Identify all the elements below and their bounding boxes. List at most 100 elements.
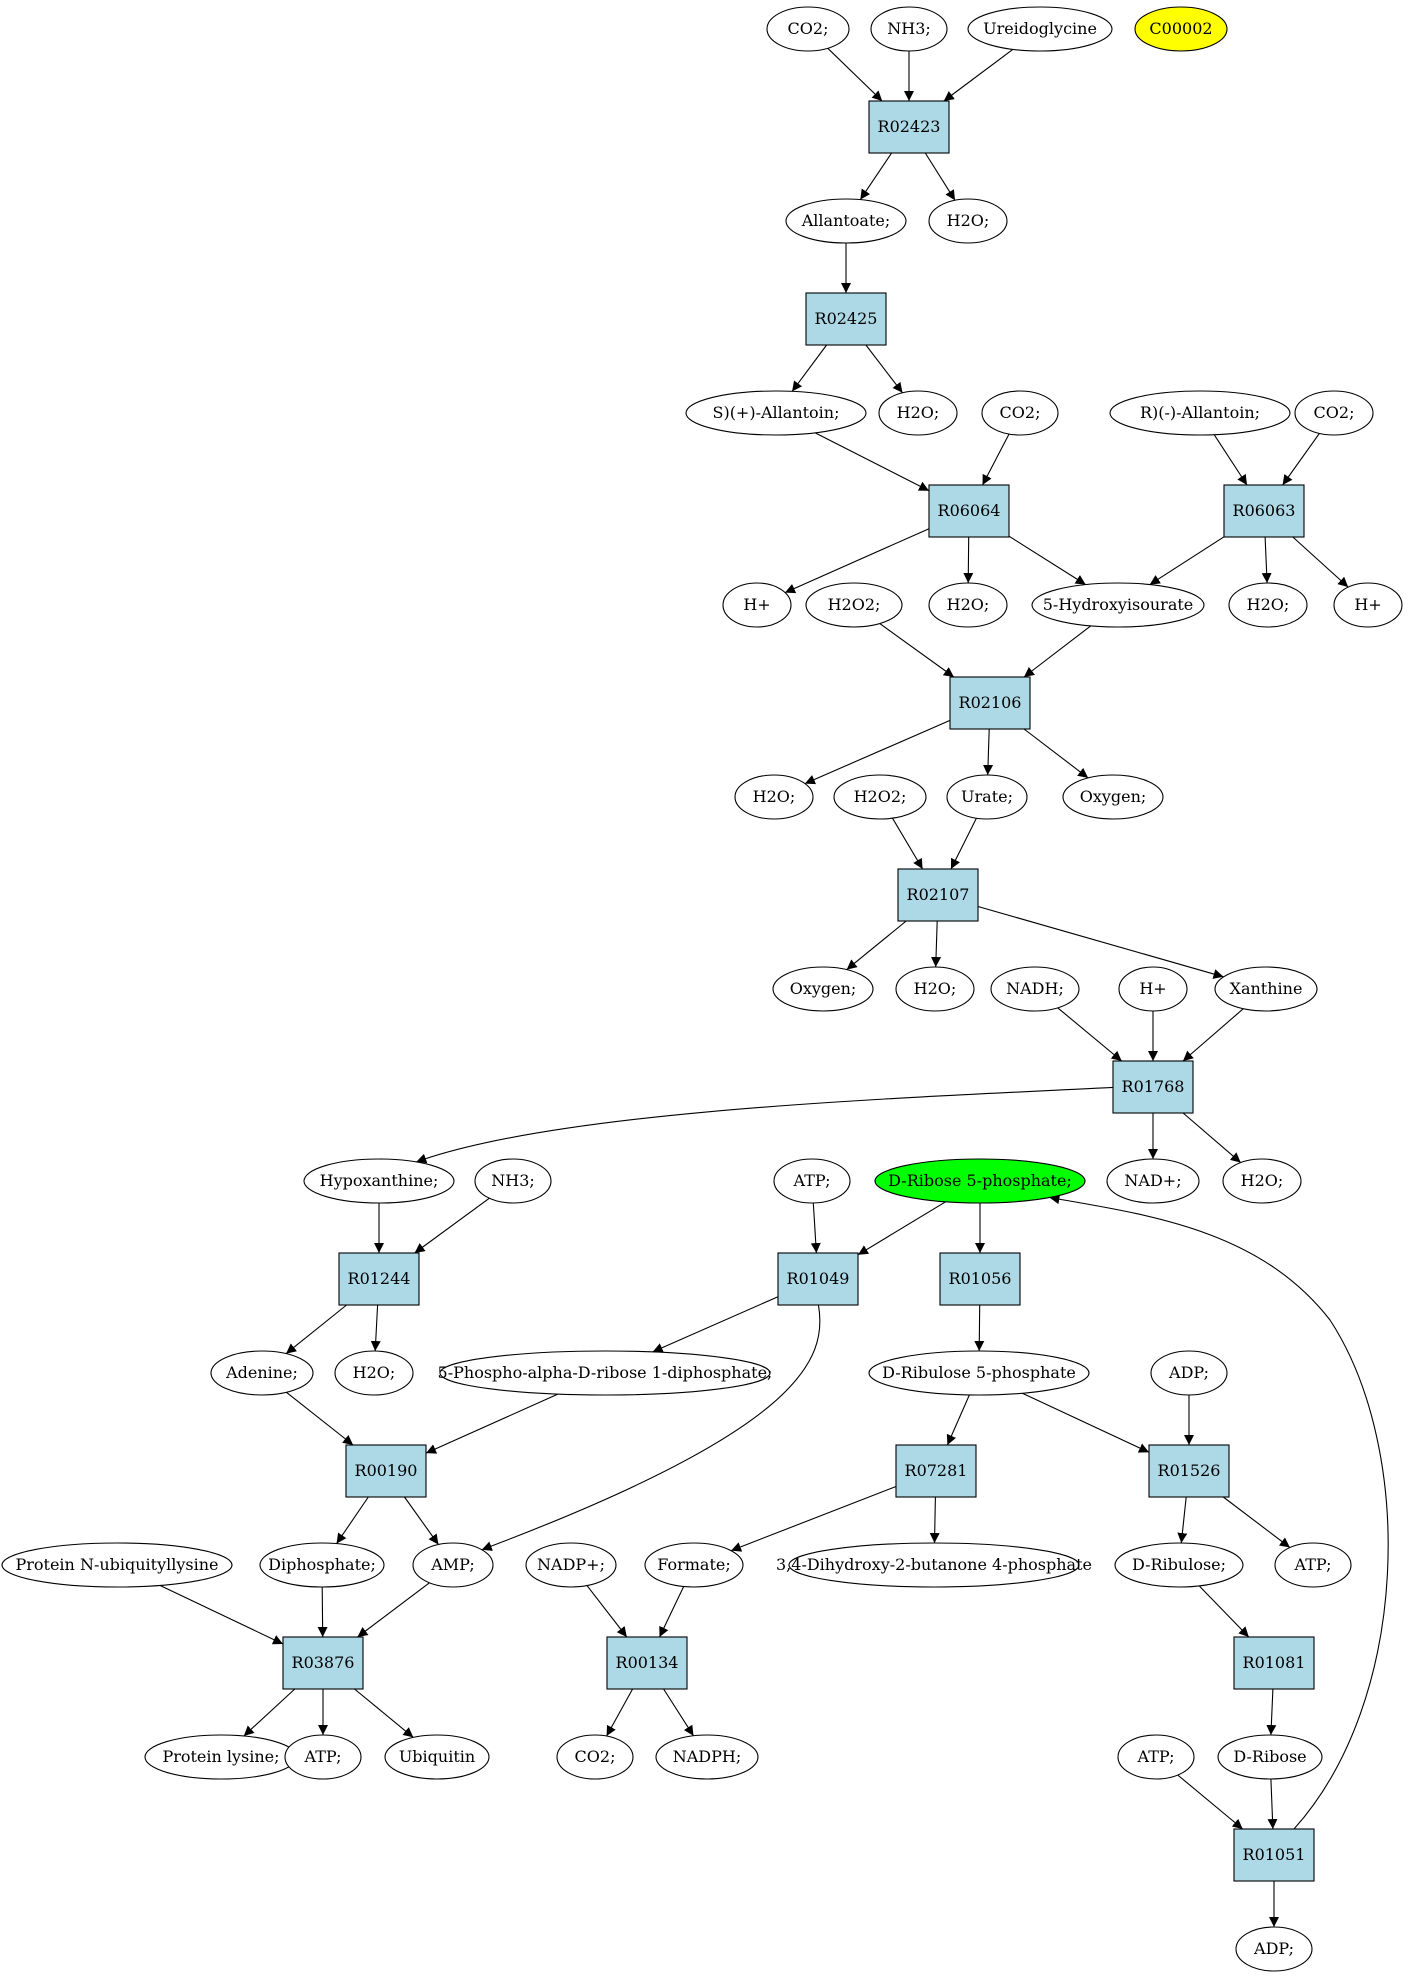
compound-node-co2-1[interactable]: CO2; bbox=[766, 6, 850, 52]
compound-node-h2o-8[interactable]: H2O; bbox=[334, 1350, 414, 1396]
compound-label: Ubiquitin bbox=[399, 1747, 475, 1766]
compound-node-xanthine[interactable]: Xanthine bbox=[1214, 966, 1318, 1012]
reaction-node-r01056[interactable]: R01056 bbox=[939, 1252, 1021, 1306]
compound-node-h2o-4[interactable]: H2O; bbox=[1228, 582, 1308, 628]
compound-label: ATP; bbox=[1294, 1555, 1332, 1574]
compound-label: Formate; bbox=[657, 1555, 731, 1574]
compound-node-h2o2-1[interactable]: H2O2; bbox=[805, 582, 903, 628]
compound-node-nadplus-1[interactable]: NAD+; bbox=[1106, 1158, 1200, 1204]
compound-ellipse bbox=[1150, 1350, 1228, 1396]
reaction-node-r01768[interactable]: R01768 bbox=[1112, 1060, 1194, 1114]
compound-node-h2o-1[interactable]: H2O; bbox=[928, 198, 1008, 244]
compound-node-h2o-2[interactable]: H2O; bbox=[878, 390, 958, 436]
compound-node-h2o-3[interactable]: H2O; bbox=[928, 582, 1008, 628]
compound-node-ureidoglycine[interactable]: Ureidoglycine bbox=[967, 6, 1113, 52]
compound-label: Protein N-ubiquityllysine bbox=[15, 1555, 218, 1574]
compound-ellipse bbox=[1274, 1542, 1352, 1588]
compound-node-nadh[interactable]: NADH; bbox=[990, 966, 1080, 1012]
compound-node-adenine[interactable]: Adenine; bbox=[210, 1350, 314, 1396]
compound-node-urate[interactable]: Urate; bbox=[946, 774, 1028, 820]
reaction-box bbox=[1233, 1828, 1315, 1882]
reaction-node-r02425[interactable]: R02425 bbox=[805, 292, 887, 346]
reaction-node-r03876[interactable]: R03876 bbox=[282, 1636, 364, 1690]
compound-node-adp-1[interactable]: ADP; bbox=[1150, 1350, 1228, 1396]
compound-node-atp-4[interactable]: ATP; bbox=[1117, 1734, 1195, 1780]
reaction-node-r06063[interactable]: R06063 bbox=[1223, 484, 1305, 538]
reaction-node-r02106[interactable]: R02106 bbox=[949, 676, 1031, 730]
compound-node-adp-2[interactable]: ADP; bbox=[1235, 1926, 1313, 1972]
compound-ellipse bbox=[284, 1734, 362, 1780]
compound-node-allantoate[interactable]: Allantoate; bbox=[785, 198, 907, 244]
compound-label: ADP; bbox=[1253, 1939, 1294, 1958]
edge-R06064-to-5hydroxyisourate bbox=[1008, 535, 1086, 586]
compound-label: H2O2; bbox=[854, 787, 907, 806]
compound-node-h2o2-2[interactable]: H2O2; bbox=[833, 774, 927, 820]
compound-node-ribulose5p[interactable]: D-Ribulose 5-phosphate bbox=[868, 1350, 1090, 1396]
compound-node-nadpplus[interactable]: NADP+; bbox=[525, 1542, 617, 1588]
compound-node-formate[interactable]: Formate; bbox=[644, 1542, 744, 1588]
compound-node-co2-4[interactable]: CO2; bbox=[556, 1734, 634, 1780]
compound-node-diphosphate[interactable]: Diphosphate; bbox=[259, 1542, 385, 1588]
compound-node-hplus-3[interactable]: H+ bbox=[1118, 966, 1188, 1012]
compound-label: H2O; bbox=[897, 403, 940, 422]
reaction-node-r01049[interactable]: R01049 bbox=[777, 1252, 859, 1306]
compound-node-atp-1[interactable]: ATP; bbox=[773, 1158, 851, 1204]
compound-label: Oxygen; bbox=[1080, 787, 1147, 806]
compound-node-s-allantoin[interactable]: S)(+)-Allantoin; bbox=[685, 390, 867, 436]
edge-R06063-to-h2o_4 bbox=[1261, 536, 1272, 584]
edge-R06064-to-h2o_3 bbox=[963, 536, 974, 584]
compound-node-r-allantoin[interactable]: R)(-)-Allantoin; bbox=[1109, 390, 1291, 436]
compound-node-c00002[interactable]: C00002 bbox=[1134, 6, 1228, 52]
reaction-node-r01081[interactable]: R01081 bbox=[1233, 1636, 1315, 1690]
compound-node-hplus-2[interactable]: H+ bbox=[1333, 582, 1403, 628]
compound-node-d-ribulose[interactable]: D-Ribulose; bbox=[1114, 1542, 1244, 1588]
compound-node-co2-2[interactable]: CO2; bbox=[981, 390, 1059, 436]
compound-node-atp-3[interactable]: ATP; bbox=[284, 1734, 362, 1780]
edge-formate-to-R00134 bbox=[659, 1586, 685, 1638]
compound-label: H+ bbox=[1139, 979, 1166, 998]
compound-label: CO2; bbox=[1314, 403, 1355, 422]
compound-node-oxygen-1[interactable]: Oxygen; bbox=[1062, 774, 1164, 820]
compound-node-h2o-5[interactable]: H2O; bbox=[734, 774, 814, 820]
compound-node-amp[interactable]: AMP; bbox=[412, 1542, 494, 1588]
reaction-node-r01244[interactable]: R01244 bbox=[338, 1252, 420, 1306]
reaction-node-r02423[interactable]: R02423 bbox=[868, 100, 950, 154]
compound-node-nh3-1[interactable]: NH3; bbox=[870, 6, 948, 52]
compound-node-5hydroxyisourate[interactable]: 5-Hydroxyisourate bbox=[1031, 582, 1205, 628]
compound-node-hplus-1[interactable]: H+ bbox=[722, 582, 792, 628]
edge-R02425-to-h2o_2 bbox=[865, 344, 903, 394]
compound-node-h2o-7[interactable]: H2O; bbox=[1222, 1158, 1302, 1204]
compound-node-nh3-2[interactable]: NH3; bbox=[474, 1158, 552, 1204]
compound-node-protein-ubiq[interactable]: Protein N-ubiquityllysine bbox=[1, 1542, 233, 1588]
reaction-node-r01526[interactable]: R01526 bbox=[1148, 1444, 1230, 1498]
compound-ellipse bbox=[990, 966, 1080, 1012]
reaction-node-r07281[interactable]: R07281 bbox=[895, 1444, 977, 1498]
compound-label: 3,4-Dihydroxy-2-butanone 4-phosphate bbox=[776, 1555, 1092, 1574]
compound-node-oxygen-2[interactable]: Oxygen; bbox=[772, 966, 874, 1012]
compound-ellipse bbox=[1134, 6, 1228, 52]
reaction-node-r01051[interactable]: R01051 bbox=[1233, 1828, 1315, 1882]
compound-node-ribose5p[interactable]: D-Ribose 5-phosphate; bbox=[874, 1158, 1086, 1204]
compound-node-nadph[interactable]: NADPH; bbox=[655, 1734, 759, 1780]
reaction-node-r02107[interactable]: R02107 bbox=[897, 868, 979, 922]
compound-node-ubiquitin[interactable]: Ubiquitin bbox=[384, 1734, 490, 1780]
edge-s_allantoin-to-R06064 bbox=[814, 432, 930, 492]
reaction-box bbox=[345, 1444, 427, 1498]
compound-label: ATP; bbox=[793, 1171, 831, 1190]
compound-ellipse bbox=[928, 582, 1008, 628]
compound-label: Oxygen; bbox=[790, 979, 857, 998]
reaction-node-r00134[interactable]: R00134 bbox=[606, 1636, 688, 1690]
compound-node-atp-2[interactable]: ATP; bbox=[1274, 1542, 1352, 1588]
reaction-node-r00190[interactable]: R00190 bbox=[345, 1444, 427, 1498]
compound-node-h2o-6[interactable]: H2O; bbox=[895, 966, 975, 1012]
compound-node-hypoxanthine[interactable]: Hypoxanthine; bbox=[303, 1158, 455, 1204]
reaction-node-r06064[interactable]: R06064 bbox=[928, 484, 1010, 538]
compound-ellipse bbox=[303, 1158, 455, 1204]
compound-node-protein-lysine[interactable]: Protein lysine; bbox=[144, 1734, 298, 1780]
compound-node-dhbp[interactable]: 3,4-Dihydroxy-2-butanone 4-phosphate bbox=[776, 1542, 1092, 1588]
reaction-box bbox=[895, 1444, 977, 1498]
compound-label: H2O; bbox=[947, 211, 990, 230]
compound-node-d-ribose[interactable]: D-Ribose bbox=[1217, 1734, 1323, 1780]
compound-node-co2-3[interactable]: CO2; bbox=[1294, 390, 1374, 436]
compound-node-prpp[interactable]: 5-Phospho-alpha-D-ribose 1-diphosphate; bbox=[438, 1350, 773, 1396]
